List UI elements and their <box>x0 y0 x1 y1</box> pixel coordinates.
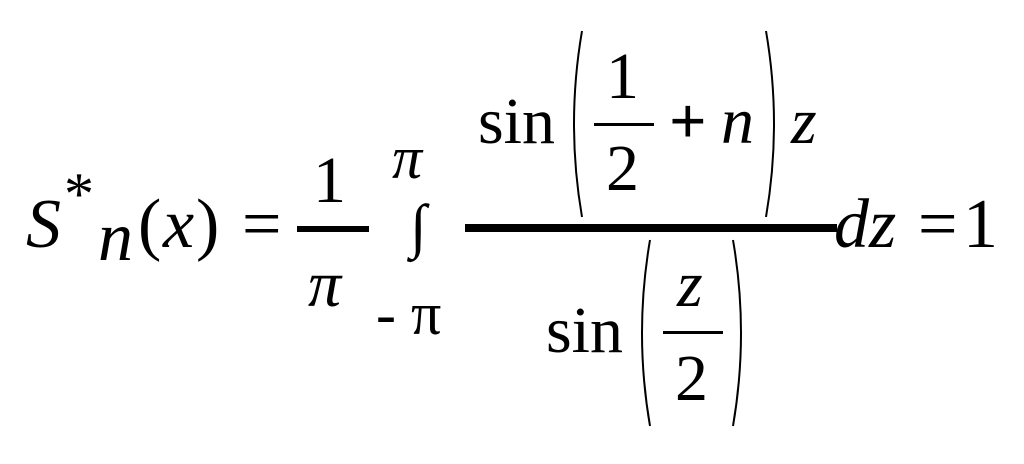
lhs-superscript-star: * <box>64 161 94 227</box>
integral-upper-limit: π <box>392 125 423 191</box>
denominator-inner-denominator: 2 <box>675 342 708 415</box>
lhs-subscript-n: n <box>98 199 133 276</box>
denominator-open-paren <box>641 239 651 427</box>
numerator-inner-denominator: 2 <box>606 132 639 205</box>
numerator-plus-sign: + <box>669 85 707 158</box>
result-value: 1 <box>963 186 998 263</box>
numerator-inner-fraction-bar <box>594 123 654 126</box>
differential-dz: dz <box>834 186 897 263</box>
coefficient-fraction-bar <box>297 226 369 232</box>
denominator-inner-fraction-bar <box>663 331 723 334</box>
integral-sign: ∫ <box>410 193 427 259</box>
integral-lower-limit: - π <box>376 281 442 347</box>
numerator-close-paren <box>765 30 775 218</box>
main-fraction-bar <box>465 224 837 232</box>
numerator-inner-numerator: 1 <box>606 40 639 113</box>
denominator-sin-function: sin <box>546 294 624 367</box>
equals-sign-2: = <box>918 186 958 263</box>
numerator-n: n <box>721 85 754 158</box>
lhs-variable-x: x <box>163 186 195 263</box>
denominator-close-paren <box>732 239 742 427</box>
coefficient-numerator: 1 <box>313 144 346 217</box>
lhs-symbol-s: S <box>26 186 61 263</box>
equals-sign-1: = <box>242 186 282 263</box>
coefficient-denominator: π <box>308 248 342 321</box>
lhs-open-paren: ( <box>138 186 162 263</box>
numerator-z: z <box>791 85 817 158</box>
numerator-open-paren <box>573 30 583 218</box>
numerator-sin-function: sin <box>478 85 556 158</box>
lhs-close-paren: ) <box>196 186 220 263</box>
denominator-inner-numerator: z <box>677 248 703 321</box>
